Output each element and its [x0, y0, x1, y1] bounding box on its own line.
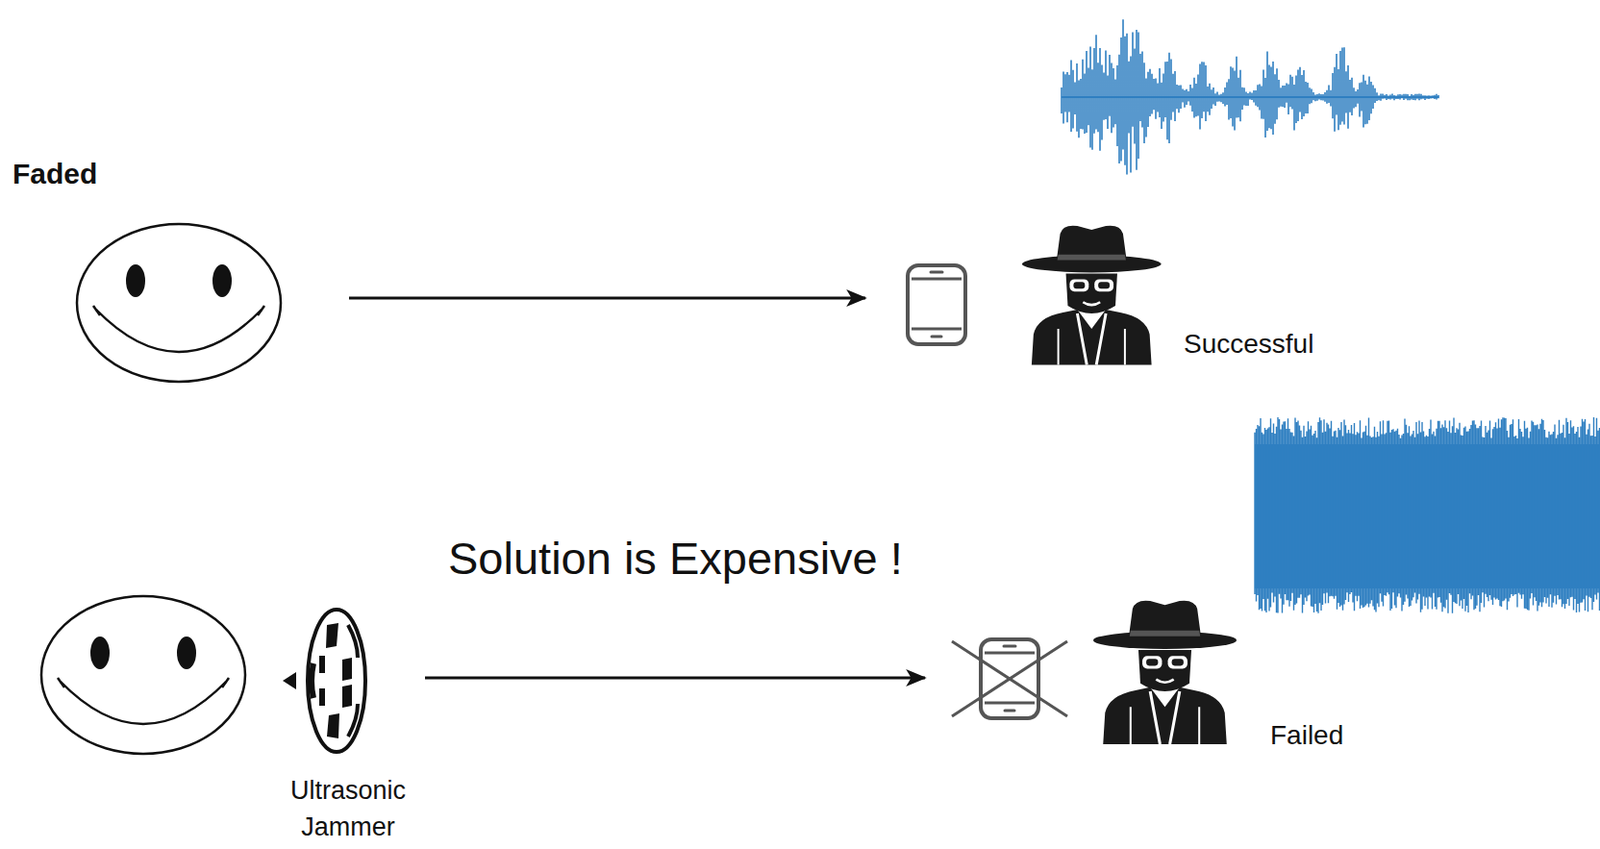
attacker-group: Failed [925, 591, 1350, 758]
smiley-face [41, 596, 246, 754]
heading-label: Faded [12, 153, 98, 195]
noise-waveform [1254, 417, 1600, 614]
waveform-strokes [1061, 19, 1439, 175]
ultrasonic-jammer-icon [282, 609, 366, 752]
attacker-group: Successful [865, 219, 1320, 375]
jammer-group: Ultrasonic Jammer [36, 596, 425, 849]
faded-group: Faded [7, 144, 350, 385]
caption-label: Successful [1183, 325, 1314, 363]
arrow-connector [349, 297, 866, 300]
caption-label: Failed [1270, 716, 1344, 754]
note-label: Solution is Expensive ! [448, 531, 903, 586]
note-wrapper: Solution is Expensive ! [448, 531, 903, 586]
smiley-face [76, 224, 281, 382]
waveform-strokes [1254, 417, 1600, 614]
caption-label: Ultrasonic Jammer [276, 773, 420, 847]
cross-mark [951, 641, 1068, 717]
arrow-connector [425, 676, 925, 680]
speech-waveform [1061, 19, 1439, 175]
waveform-axis [1061, 96, 1439, 99]
